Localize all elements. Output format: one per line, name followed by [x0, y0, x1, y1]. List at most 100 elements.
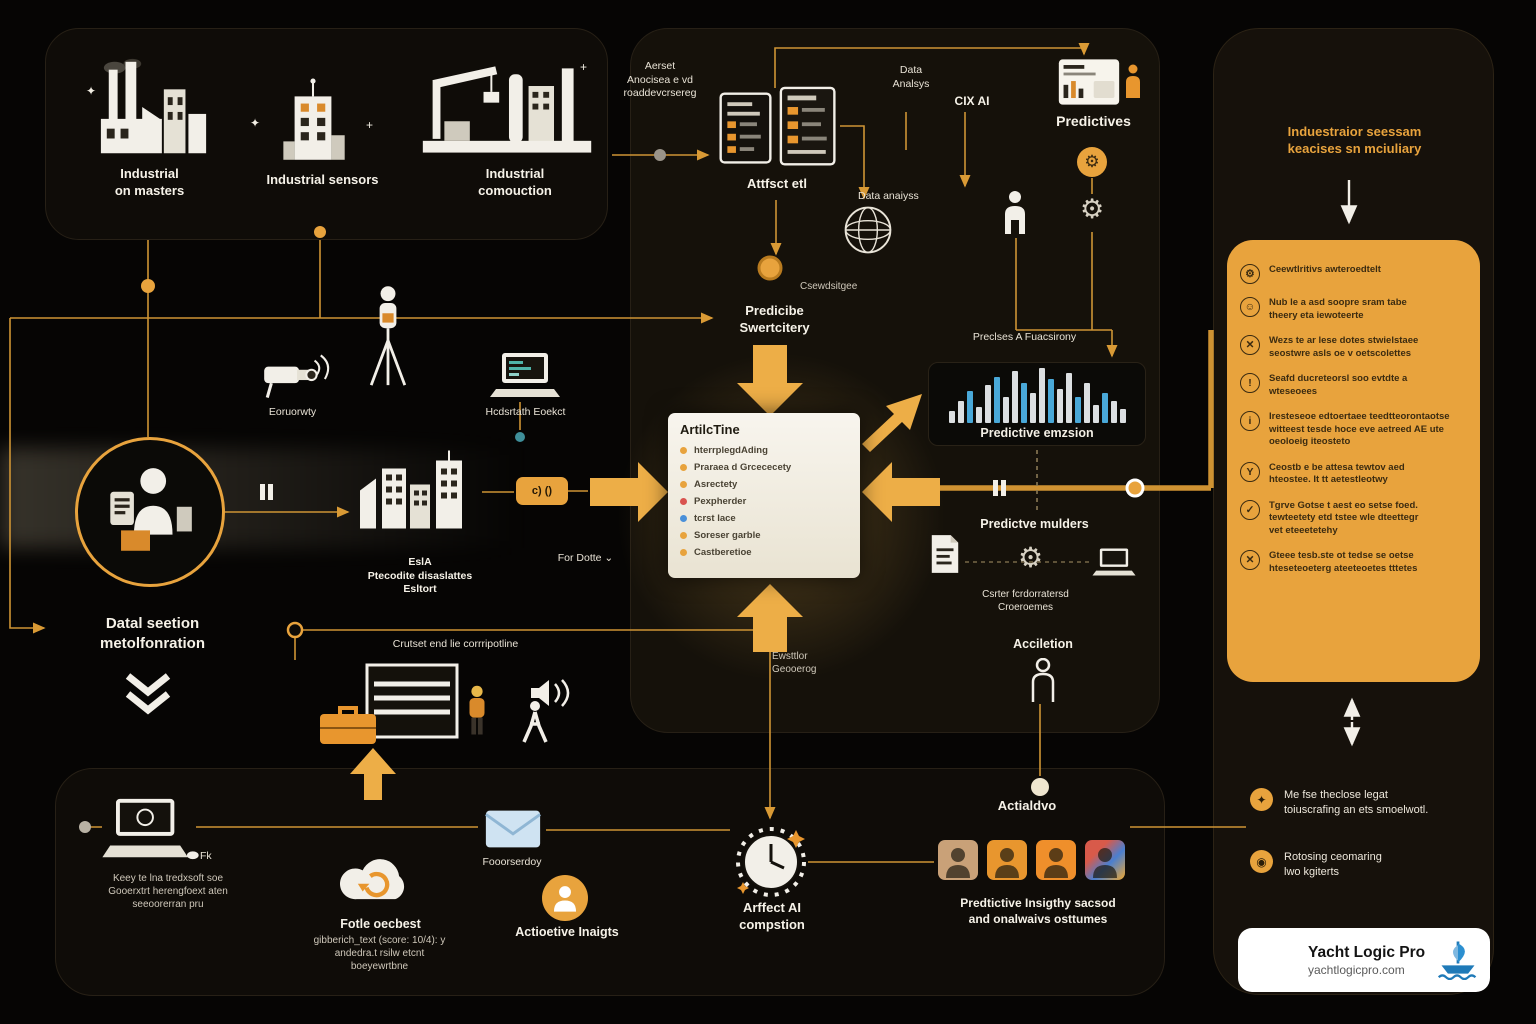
list-item: ✕Wezs te ar lese dotes stwielstaee seost… [1240, 335, 1467, 360]
bullet-dot [680, 498, 687, 505]
chart-bar [1020, 383, 1027, 423]
x-icon: ✕ [1240, 335, 1260, 356]
mulders-label: Predictve mulders [980, 517, 1089, 531]
card-item: Asrectety [680, 476, 848, 493]
prediction-chart: Predictive emzsion [928, 362, 1146, 446]
speaker-icon [528, 676, 572, 710]
avatar [938, 840, 978, 880]
chart-bar [1047, 379, 1054, 423]
for-dotte-label: For Dotte ⌄ [557, 552, 614, 564]
chart-bar [1074, 397, 1081, 423]
card-item: Soreser garble [680, 527, 848, 544]
chart-bar [948, 411, 955, 423]
y-icon: Y [1240, 461, 1260, 482]
predictives-person-icon [1124, 64, 1142, 100]
csrter-label: Csrter fcrdorratersd Croeroemes [982, 589, 1069, 613]
insights-label: Actioetive Inaigts [515, 925, 619, 939]
sparkle-icon: ✦ [86, 84, 97, 98]
chart-label: Predictive emzsion [980, 426, 1094, 440]
bullet-dot [680, 447, 687, 454]
gear-icon: ⚙ [1240, 264, 1260, 284]
cix-ai-label: CIX AI [954, 94, 990, 108]
worker-icon [462, 682, 492, 742]
card-item: hterrplegdAding [680, 442, 848, 459]
chart-bar [1011, 371, 1018, 423]
gear-badge-icon: ⚙ [1077, 147, 1107, 177]
list-item: ✦ Me fse theclose legat toiuscrafing an … [1250, 788, 1480, 818]
target-icon: ◉ [1250, 850, 1273, 873]
surveyor-icon [360, 282, 416, 394]
list-item: ✓Tgrve Gotse t aest eo setse foed. tewte… [1240, 499, 1467, 538]
avatar [1085, 840, 1125, 880]
chart-bar [984, 385, 991, 423]
avatar [1036, 840, 1076, 880]
chart-bar [1101, 393, 1108, 423]
asset-note: Aerset Anocisea e vd roaddevcrsereg [623, 60, 697, 100]
person-circle-icon [542, 875, 588, 921]
list-item: ◉ Rotosing ceomaring lwo kgiterts [1250, 850, 1480, 880]
cloud-title: Fotle oecbest [340, 917, 421, 931]
industrial-sources-label-2: Industrial sensors [266, 172, 379, 187]
machinery-icon [415, 58, 601, 162]
acciletion-person-icon [1030, 657, 1056, 706]
preclses-label: Preclses A Fuacsirony [972, 331, 1077, 343]
info-icon: i [1240, 411, 1260, 432]
toolbox-icon [316, 700, 380, 748]
chart-bar [957, 401, 964, 423]
bullet-dot [680, 464, 687, 471]
clock-label: Arffect AI compstion [739, 900, 805, 932]
predictives-label: Predictives [1056, 113, 1131, 129]
laptop-small-icon [1092, 546, 1136, 578]
walking-person-icon [520, 700, 550, 752]
chart-bar [993, 377, 1000, 423]
industrial-sources-label-3: Industrial comouction [478, 166, 552, 198]
industrial-sources-label-1: Industrial on masters [114, 166, 185, 198]
list-item: ⚙Ceewtlritivs awteroedtelt [1240, 264, 1467, 284]
chart-bar [1038, 368, 1045, 423]
csewdsitgee-label: Csewdsitgee [800, 281, 858, 292]
card-item: Praraea d Grcececety [680, 459, 848, 476]
avatar [987, 840, 1027, 880]
bottom-process-panel [55, 768, 1165, 996]
chart-bar [966, 391, 973, 423]
monitor-text: Keey te lna tredxsoft soe Gooerxtrt here… [108, 873, 228, 910]
factory-icon [95, 58, 213, 160]
artilctine-card: ArtilcTine hterrplegdAding Praraea d Grc… [668, 413, 860, 578]
bullet-dot [680, 532, 687, 539]
building-icon [272, 78, 354, 170]
x-icon: ✕ [1240, 550, 1260, 571]
lightbulb-icon: ! [1240, 373, 1260, 394]
laptop-icon [490, 348, 560, 402]
fk-label: Fk [200, 850, 212, 862]
globe-icon [840, 202, 896, 258]
brand-text: Yacht Logic Pro yachtlogicpro.com [1308, 943, 1425, 976]
chart-bar [1083, 383, 1090, 423]
brand-card: Yacht Logic Pro yachtlogicpro.com [1238, 928, 1490, 992]
artifact-label: Attfsct etl [747, 176, 807, 191]
camera-label: Eoruorwty [268, 406, 317, 418]
brand-title: Yacht Logic Pro [1308, 944, 1426, 962]
avatar-row [938, 840, 1125, 880]
chart-bar [1092, 405, 1099, 423]
emission-bars [948, 368, 1126, 423]
person-icon [1002, 190, 1028, 236]
predicibe-label: Predicibe Swertcitery [739, 303, 810, 335]
city-label: EslA Ptecodite disaslattes Esltort [367, 556, 473, 596]
data-anaiyss-label: Data anaiyss [858, 190, 919, 202]
card-item: Pexpherder [680, 493, 848, 510]
dashboard-icon [1056, 56, 1122, 108]
chart-bar [1029, 393, 1036, 423]
pipeline-label: Crutset end lie corrripotline [392, 638, 519, 650]
data-analsys-label: Data Analsys [892, 64, 930, 90]
plus-icon: + [366, 118, 374, 132]
bullet-dot [680, 549, 687, 556]
sparkle-icon: ✦ [1250, 788, 1273, 811]
check-icon: ✓ [1240, 499, 1260, 520]
chart-bar [1119, 409, 1126, 423]
code-badge: c) () [516, 477, 568, 505]
city-icon [352, 448, 482, 534]
list-item: ☺Nub le a asd soopre sram tabe theery et… [1240, 297, 1467, 322]
camera-icon [258, 352, 330, 404]
